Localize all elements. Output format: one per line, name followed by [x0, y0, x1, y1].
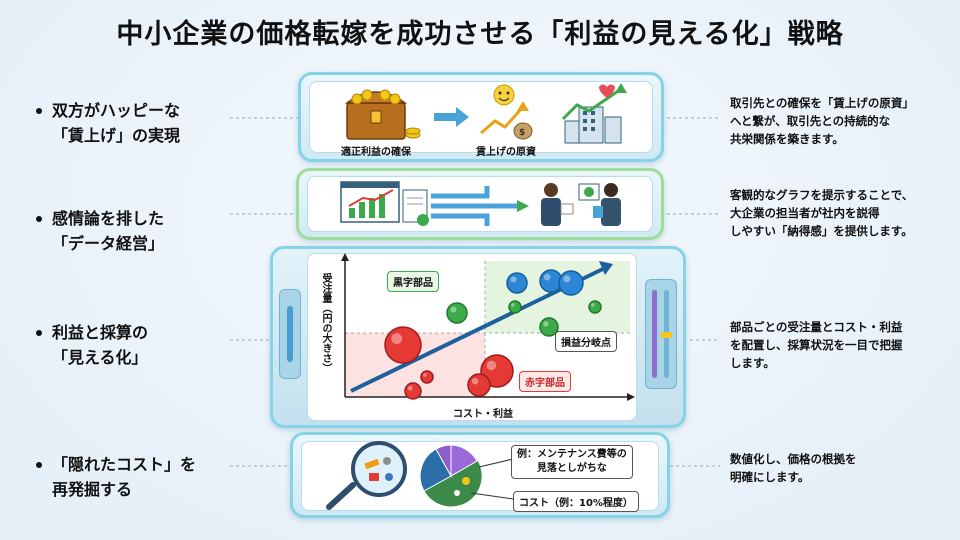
left-item-visualize: 利益と採算の 「見える化」	[36, 320, 149, 370]
bubble-highlight	[591, 303, 595, 307]
bubble-highlight	[391, 333, 403, 345]
left-item-line1: 利益と採算の	[52, 323, 149, 342]
tag-loss-parts: 赤字部品	[519, 371, 571, 392]
document-check-icon	[402, 189, 429, 226]
desc-line: 客観的なグラフを提示することで、	[730, 188, 914, 202]
bubble-highlight	[563, 275, 571, 283]
bubble-highlight	[510, 276, 517, 283]
bubble	[446, 302, 468, 324]
left-item-line1: 双方がハッピーな	[52, 101, 181, 120]
slider-handle[interactable]	[661, 332, 672, 338]
bubble-highlight	[423, 373, 427, 377]
treasure-chest-icon	[344, 89, 421, 140]
tag-example-maintenance: 例：メンテナンス費等の 見落としがちな	[511, 445, 633, 479]
left-item-happy-wage: 双方がハッピーな 「賃上げ」の実現	[36, 98, 181, 148]
right-desc-1: 取引先との確保を「賃上げの原資」 へと繋が、取引先との持続的な 共栄関係を築きま…	[730, 94, 945, 148]
bubble-highlight	[543, 321, 549, 327]
bubble	[420, 370, 434, 384]
desc-line: へと繋が、取引先との持続的な	[730, 114, 891, 128]
bubble	[588, 300, 602, 314]
x-axis-label: コスト・利益	[453, 409, 513, 420]
right-desc-3: 部品ごとの受注量とコスト・利益 を配置し、採算状況を一目で把握 します。	[730, 318, 945, 372]
hidden-cost-illustration	[326, 441, 514, 510]
page-title: 中小企業の価格転嫁を成功させる「利益の見える化」戦略	[116, 19, 844, 50]
desc-line: 部品ごとの受注量とコスト・利益	[730, 320, 903, 334]
bubble-highlight	[543, 273, 551, 281]
right-arrow-icon	[434, 107, 469, 127]
desc-line: 共栄関係を築きます。	[730, 132, 844, 146]
right-desc-4: 数値化し、価格の根拠を 明確にします。	[730, 450, 945, 486]
bubble	[558, 270, 584, 296]
label-wage-source: 賃上げの原資	[476, 147, 536, 158]
wage-growth-icon: $	[480, 84, 533, 140]
right-desc-2: 客観的なグラフを提示することで、 大企業の担当者が社内を説得 しやすい「納得感」…	[730, 186, 945, 240]
tag-profitable-parts: 黒字部品	[387, 271, 439, 292]
bubble-highlight	[407, 385, 413, 391]
tag-line: 例：メンテナンス費等の	[517, 449, 627, 460]
panel-hidden-cost: 例：メンテナンス費等の 見落としがちな コスト（例：10%程度）	[290, 432, 670, 518]
desc-line: 取引先との確保を「賃上げの原資」	[730, 96, 914, 110]
left-rail-slot	[287, 306, 293, 362]
magnifier-icon	[326, 441, 407, 510]
desc-line: しやすい「納得感」を提供します。	[730, 224, 913, 238]
bubble	[539, 317, 559, 337]
left-item-data-management: 感情論を排した 「データ経営」	[36, 206, 165, 256]
bubble	[384, 326, 422, 364]
building-growth-icon	[561, 83, 627, 144]
desc-line: 数値化し、価格の根拠を	[730, 452, 857, 466]
data-pipes-icon	[431, 186, 517, 226]
left-item-line1: 感情論を排した	[52, 209, 165, 228]
bubble	[404, 382, 422, 400]
bullet-dot	[36, 462, 42, 468]
left-rail	[279, 289, 301, 379]
left-item-line2: 「賃上げ」の実現	[52, 126, 181, 145]
left-item-line2: 「データ経営」	[52, 234, 165, 253]
panel-visualize: 受注量（円の大きさ） コスト・利益 黒字部品 損益分岐点 赤字部品	[270, 246, 686, 428]
bubble	[467, 373, 491, 397]
tag-cost-percent: コスト（例：10%程度）	[513, 491, 639, 512]
data-illustration	[340, 181, 621, 226]
left-item-hidden-cost: 「隠れたコスト」を 再発掘する	[36, 452, 197, 502]
bubble-highlight	[511, 303, 515, 307]
left-item-line2: 再発掘する	[52, 480, 133, 499]
bullet-dot	[36, 108, 42, 114]
desc-line: を配置し、採算状況を一目で把握	[730, 338, 903, 352]
desc-line: します。	[730, 356, 775, 370]
bar-chart-monitor-icon	[340, 181, 400, 223]
arrow-icon	[517, 200, 529, 212]
right-slider-panel	[645, 279, 677, 389]
svg-text:$: $	[519, 128, 525, 138]
y-axis-label: 受注量（円の大きさ）	[320, 273, 331, 373]
bubble	[508, 300, 522, 314]
panel-data	[296, 168, 664, 240]
wage-illustration: $	[344, 83, 627, 144]
bullet-dot	[36, 330, 42, 336]
tag-line: 見落としがちな	[536, 463, 607, 474]
desc-line: 明確にします。	[730, 470, 810, 484]
slider-track-1[interactable]	[652, 290, 657, 378]
left-item-line1: 「隠れたコスト」を	[52, 455, 197, 474]
bubbles-group	[384, 269, 602, 400]
tag-break-even: 損益分岐点	[555, 331, 617, 352]
trend-arrow-head	[599, 261, 613, 275]
bubble-highlight	[450, 306, 457, 313]
label-appropriate-profit: 適正利益の確保	[341, 147, 411, 158]
bubble-highlight	[486, 360, 497, 371]
bubble	[506, 272, 528, 294]
bullet-dot	[36, 216, 42, 222]
desc-line: 大企業の担当者が社内を説得	[730, 206, 880, 220]
pie-chart-icon	[419, 444, 483, 508]
left-item-line2: 「見える化」	[52, 348, 148, 367]
business-people-icon	[541, 183, 621, 226]
bubble-highlight	[471, 377, 479, 385]
panel-wage: $ 適正利益の確保 賃上げの原資	[298, 72, 664, 162]
